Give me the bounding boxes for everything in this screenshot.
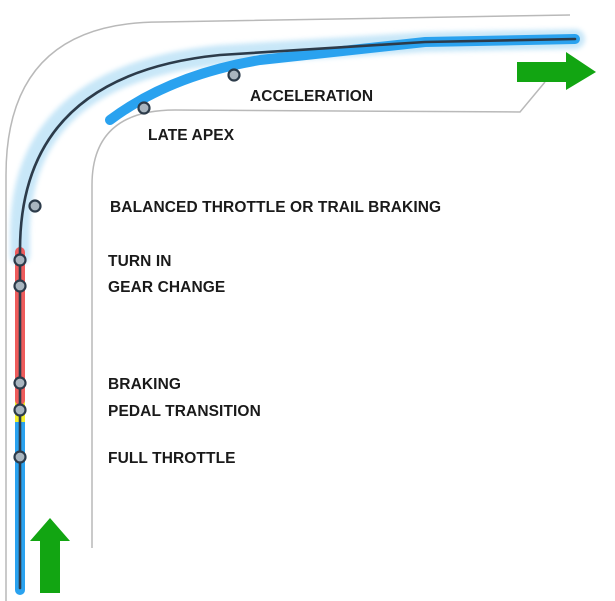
- acceleration-label: ACCELERATION: [250, 88, 373, 105]
- throttle-exit-band: [105, 34, 580, 125]
- balanced-throttle-marker: [28, 199, 42, 213]
- late-apex-marker: [137, 101, 151, 115]
- gear-change-label: GEAR CHANGE: [108, 279, 225, 296]
- arrow-right-icon: [517, 52, 596, 90]
- acceleration-marker: [227, 68, 241, 82]
- throttle-glow-band: [10, 29, 585, 265]
- braking-label: BRAKING: [108, 376, 181, 393]
- turn-in-marker: [13, 253, 27, 267]
- track-outer-edge: [5, 14, 571, 601]
- pedal-transition-label: PEDAL TRANSITION: [108, 403, 261, 420]
- pedal-transition-marker: [13, 403, 27, 417]
- late-apex-label: LATE APEX: [148, 127, 235, 144]
- turn-in-label: TURN IN: [108, 253, 172, 270]
- track-inner-edge: [91, 81, 546, 548]
- balanced-throttle-label: BALANCED THROTTLE OR TRAIL BRAKING: [110, 199, 441, 216]
- racing-line: [18, 37, 577, 590]
- full-throttle-label: FULL THROTTLE: [108, 450, 236, 467]
- arrow-up-icon: [30, 518, 70, 593]
- gear-change-marker: [13, 279, 27, 293]
- full-throttle-marker: [13, 450, 27, 464]
- braking-marker: [13, 376, 27, 390]
